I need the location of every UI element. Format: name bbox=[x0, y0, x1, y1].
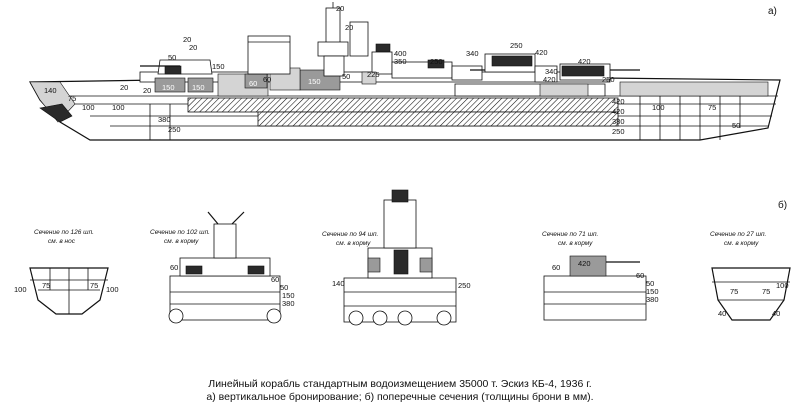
section-102-sub: см. в корму bbox=[164, 238, 199, 245]
cross-section-102: Сечение по 102 шп. см. в корму 60 60 50 … bbox=[150, 211, 295, 324]
section-71-label-1: 60 bbox=[552, 263, 560, 272]
label-fwd2-20: 20 bbox=[189, 43, 197, 52]
cross-section-126: Сечение по 126 шп. см. в нос 100 75 75 1… bbox=[14, 229, 119, 315]
label-380: 380 bbox=[158, 115, 171, 124]
label-fwd-20: 20 bbox=[183, 35, 191, 44]
cross-section-27: Сечение по 27 шп. см. в корму 75 75 40 4… bbox=[710, 231, 791, 321]
label-box-60: 60 bbox=[249, 79, 257, 88]
section-27-label-4: 100 bbox=[776, 281, 789, 290]
section-102-label-0: 60 bbox=[170, 263, 178, 272]
label-top-420: 420 bbox=[535, 48, 548, 57]
label-low-420-a: 420 bbox=[612, 97, 625, 106]
label-top-250: 250 bbox=[510, 41, 523, 50]
label-400: 400 bbox=[394, 49, 407, 58]
label-aft-75: 75 bbox=[708, 103, 716, 112]
label-fore-75: 75 bbox=[68, 94, 76, 103]
section-27-label-1: 75 bbox=[762, 287, 770, 296]
label-225: 225 bbox=[367, 70, 380, 79]
section-102-label-3: 150 bbox=[282, 291, 295, 300]
section-94-label-1: 250 bbox=[458, 281, 471, 290]
cross-section-94: Сечение по 94 шп. см. в корму 140 250 bbox=[322, 189, 471, 326]
section-102-label-1: 60 bbox=[271, 275, 279, 284]
caption-line-1: Линейный корабль стандартным водоизмещен… bbox=[208, 378, 592, 390]
label-340: 340 bbox=[466, 49, 479, 58]
label-fwd-50: 50 bbox=[168, 53, 176, 62]
section-27-label-2: 40 bbox=[718, 309, 726, 318]
section-27-sub: см. в корму bbox=[724, 240, 759, 247]
label-mid-60: 60 bbox=[263, 75, 271, 84]
label-box-150-a: 150 bbox=[162, 83, 175, 92]
section-71-label-0: 420 bbox=[578, 259, 591, 268]
section-126-label-3: 100 bbox=[106, 285, 119, 294]
section-71-sub: см. в корму bbox=[558, 240, 593, 247]
label-bridge-20: 20 bbox=[345, 23, 353, 32]
label-140: 140 bbox=[44, 86, 57, 95]
section-71-label-3: 50 bbox=[646, 279, 654, 288]
label-right-420: 420 bbox=[578, 57, 591, 66]
section-126-label-2: 75 bbox=[90, 281, 98, 290]
section-102-label-4: 380 bbox=[282, 299, 295, 308]
section-126-sub: см. в нос bbox=[48, 238, 76, 245]
label-right-340: 340 bbox=[545, 67, 558, 76]
section-71-label-4: 150 bbox=[646, 287, 659, 296]
ship-side-profile bbox=[28, 2, 781, 141]
section-27-title: Сечение по 27 шп. bbox=[710, 231, 767, 238]
section-94-label-0: 140 bbox=[332, 279, 345, 288]
section-94-sub: см. в корму bbox=[336, 240, 371, 247]
section-71-title: Сечение по 71 шп. bbox=[542, 231, 599, 238]
label-100-a: 100 bbox=[82, 103, 95, 112]
panel-label-a: a) bbox=[768, 6, 777, 17]
label-box-150-c: 150 bbox=[308, 77, 321, 86]
label-box-150-b: 150 bbox=[192, 83, 205, 92]
section-27-label-0: 75 bbox=[730, 287, 738, 296]
label-100-c: 100 bbox=[652, 103, 665, 112]
section-27-label-3: 40 bbox=[772, 309, 780, 318]
label-mid-50: 50 bbox=[342, 72, 350, 81]
panel-label-b: б) bbox=[778, 199, 787, 211]
label-low-420-b: 420 bbox=[612, 107, 625, 116]
label-turret-250: 250 bbox=[430, 57, 443, 66]
section-102-title: Сечение по 102 шп. bbox=[150, 229, 210, 236]
label-mast-20: 20 bbox=[336, 4, 344, 13]
label-deck-20: 20 bbox=[120, 83, 128, 92]
label-250-c: 250 bbox=[612, 127, 625, 136]
profile-thickness-labels: 20 20 20 20 150 50 400 350 225 60 50 20 … bbox=[44, 4, 740, 136]
section-71-label-2: 60 bbox=[636, 271, 644, 280]
caption-line-2: а) вертикальное бронирование; б) попереч… bbox=[206, 391, 594, 403]
section-126-label-0: 100 bbox=[14, 285, 27, 294]
label-aft-50: 50 bbox=[732, 121, 740, 130]
label-mid-250: 250 bbox=[602, 75, 615, 84]
section-126-title: Сечение по 126 шп. bbox=[34, 229, 94, 236]
section-102-label-2: 50 bbox=[280, 283, 288, 292]
cross-section-71: Сечение по 71 шп. см. в корму 420 60 60 … bbox=[542, 231, 659, 321]
label-100-b: 100 bbox=[112, 103, 125, 112]
label-250-low: 250 bbox=[168, 125, 181, 134]
label-380-b: 380 bbox=[612, 117, 625, 126]
section-71-label-5: 380 bbox=[646, 295, 659, 304]
section-126-label-1: 75 bbox=[42, 281, 50, 290]
label-350: 350 bbox=[394, 57, 407, 66]
section-94-title: Сечение по 94 шп. bbox=[322, 231, 379, 238]
label-mid-20: 20 bbox=[143, 86, 151, 95]
label-mid-420: 420 bbox=[543, 75, 556, 84]
label-fwd-150: 150 bbox=[212, 62, 225, 71]
